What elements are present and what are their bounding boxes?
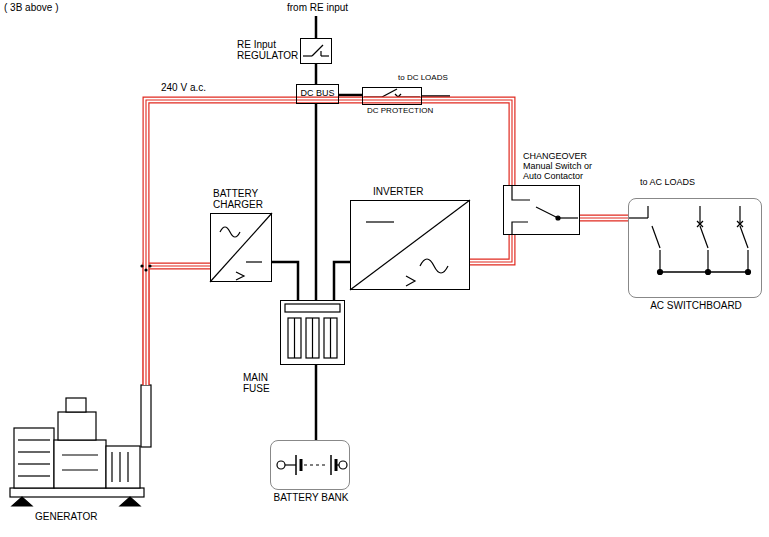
component-label: DC BUS (300, 89, 334, 99)
component-label: BATTERY BANK (271, 492, 351, 503)
charger-symbol (210, 213, 272, 282)
generator-illustration (10, 385, 151, 506)
component-label: BATTERY CHARGER (213, 188, 283, 210)
component-label: MAIN FUSE (243, 372, 279, 394)
dc-cable (316, 104, 317, 300)
ac-wire (470, 235, 512, 262)
wire-label: 240 V a.c. (160, 82, 207, 93)
inverter-symbol (350, 200, 470, 290)
dc-cable (272, 262, 298, 300)
component-label: AC SWITCHBOARD (629, 300, 763, 311)
component-label: CHANGEOVER Manual Switch or Auto Contact… (523, 152, 601, 182)
changeover-switch (512, 186, 578, 234)
component-label: INVERTER (373, 186, 453, 197)
annotation-text: to DC LOADS (398, 74, 448, 83)
schematic-symbols (10, 16, 751, 506)
annotation-text: to AC LOADS (640, 178, 695, 188)
component-box: BATTERY CHARGER (210, 213, 272, 282)
dc-cable (334, 262, 350, 300)
component-box: DC PROTECTION (362, 87, 422, 105)
component-label: DC PROTECTION (367, 107, 447, 116)
component-label: RE Input REGULATOR (237, 39, 295, 61)
dc-cable (339, 95, 362, 96)
regulator-switch (303, 45, 329, 56)
battery-symbol (277, 455, 347, 475)
ac-wire (580, 218, 628, 219)
fuse-holder (285, 304, 340, 358)
dc-cable (316, 365, 317, 440)
annotation-text: ( 3B above ) (4, 2, 58, 13)
component-box: CHANGEOVER Manual Switch or Auto Contact… (503, 185, 580, 235)
switchboard-breakers (629, 206, 751, 275)
component-box: DC BUS (296, 84, 339, 104)
component-box: AC SWITCHBOARD (628, 198, 762, 298)
annotation-text: from RE input (287, 2, 348, 13)
junction-dots (140, 264, 151, 271)
re-input-wire (315, 16, 318, 38)
ac-wire (146, 266, 210, 385)
component-box: MAIN FUSE (280, 300, 345, 365)
dc-cable (316, 64, 317, 84)
component-box: GENERATOR (5, 385, 152, 508)
component-box: RE Input REGULATOR (300, 38, 332, 64)
component-box: BATTERY BANK (270, 440, 350, 490)
ac-wire (146, 100, 512, 385)
component-label: GENERATOR (35, 511, 115, 522)
component-box: INVERTER (350, 200, 470, 290)
